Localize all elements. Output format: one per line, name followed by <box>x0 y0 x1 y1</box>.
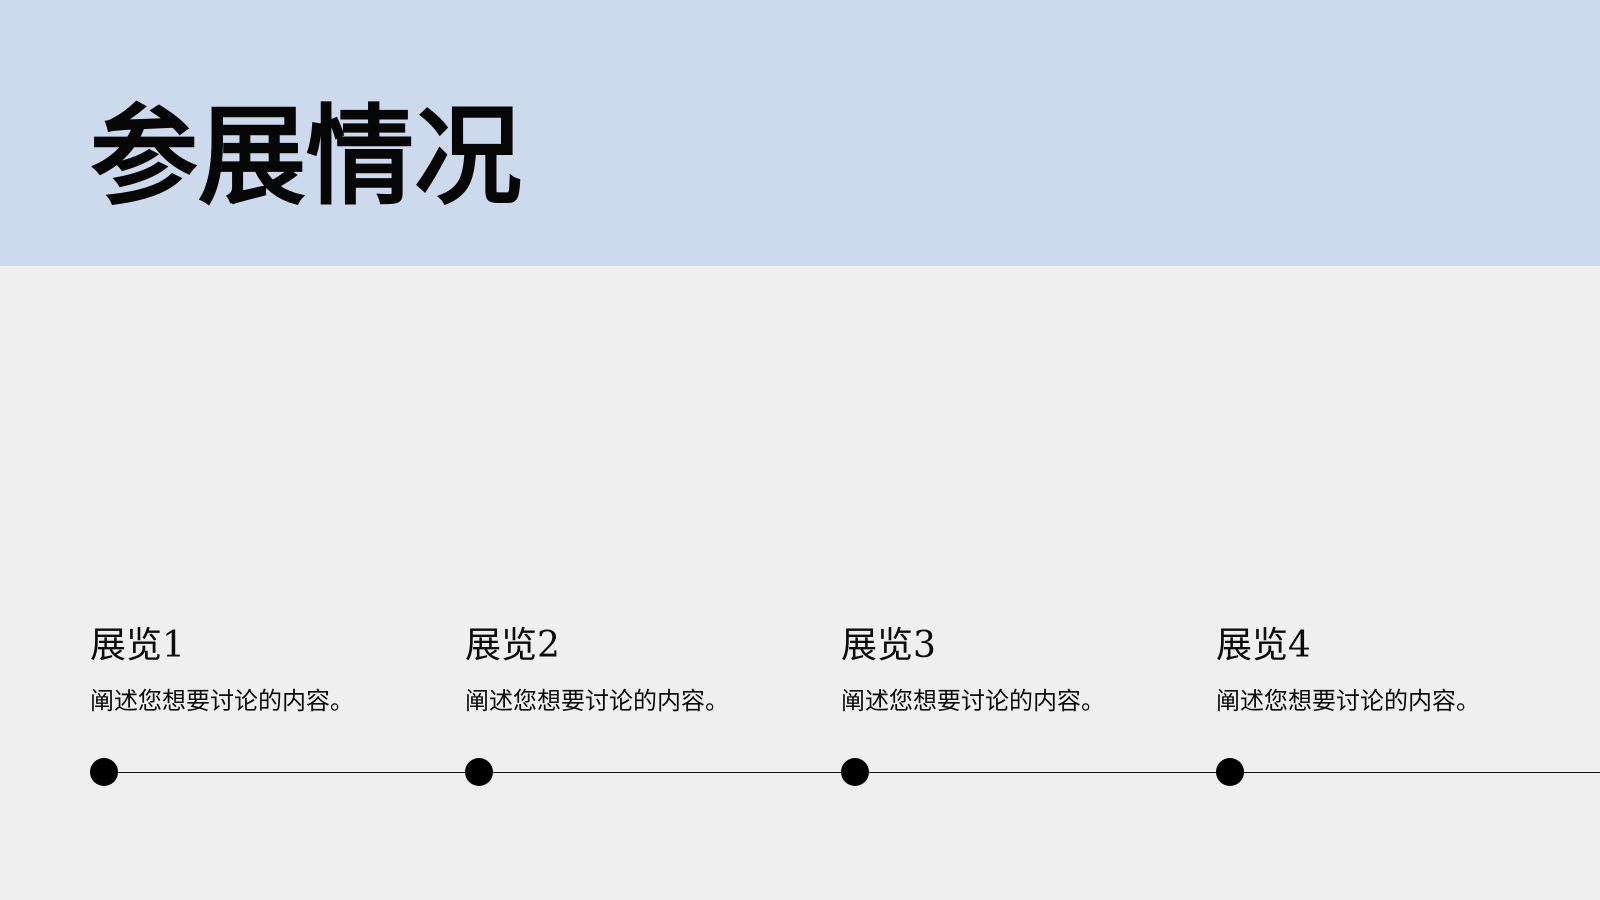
timeline-item-description: 阐述您想要讨论的内容。 <box>465 687 729 715</box>
timeline-item: 展览3 阐述您想要讨论的内容。 <box>841 620 1171 800</box>
header-band: 参展情况 <box>0 0 1600 266</box>
timeline-item: 展览2 阐述您想要讨论的内容。 <box>465 620 795 800</box>
timeline-dot <box>1216 758 1244 786</box>
page-title: 参展情况 <box>90 94 523 220</box>
timeline-item-description: 阐述您想要讨论的内容。 <box>1216 687 1480 715</box>
timeline-item: 展览4 阐述您想要讨论的内容。 <box>1216 620 1546 800</box>
timeline-item-title: 展览2 <box>465 625 560 666</box>
timeline-item-title: 展览1 <box>90 625 185 666</box>
timeline-item-description: 阐述您想要讨论的内容。 <box>841 687 1105 715</box>
timeline-dot <box>841 758 869 786</box>
timeline-item-title: 展览3 <box>841 625 936 666</box>
timeline-dot <box>90 758 118 786</box>
timeline-dot <box>465 758 493 786</box>
timeline-item-title: 展览4 <box>1216 625 1311 666</box>
timeline-item-description: 阐述您想要讨论的内容。 <box>90 687 354 715</box>
timeline-item: 展览1 阐述您想要讨论的内容。 <box>90 620 420 800</box>
